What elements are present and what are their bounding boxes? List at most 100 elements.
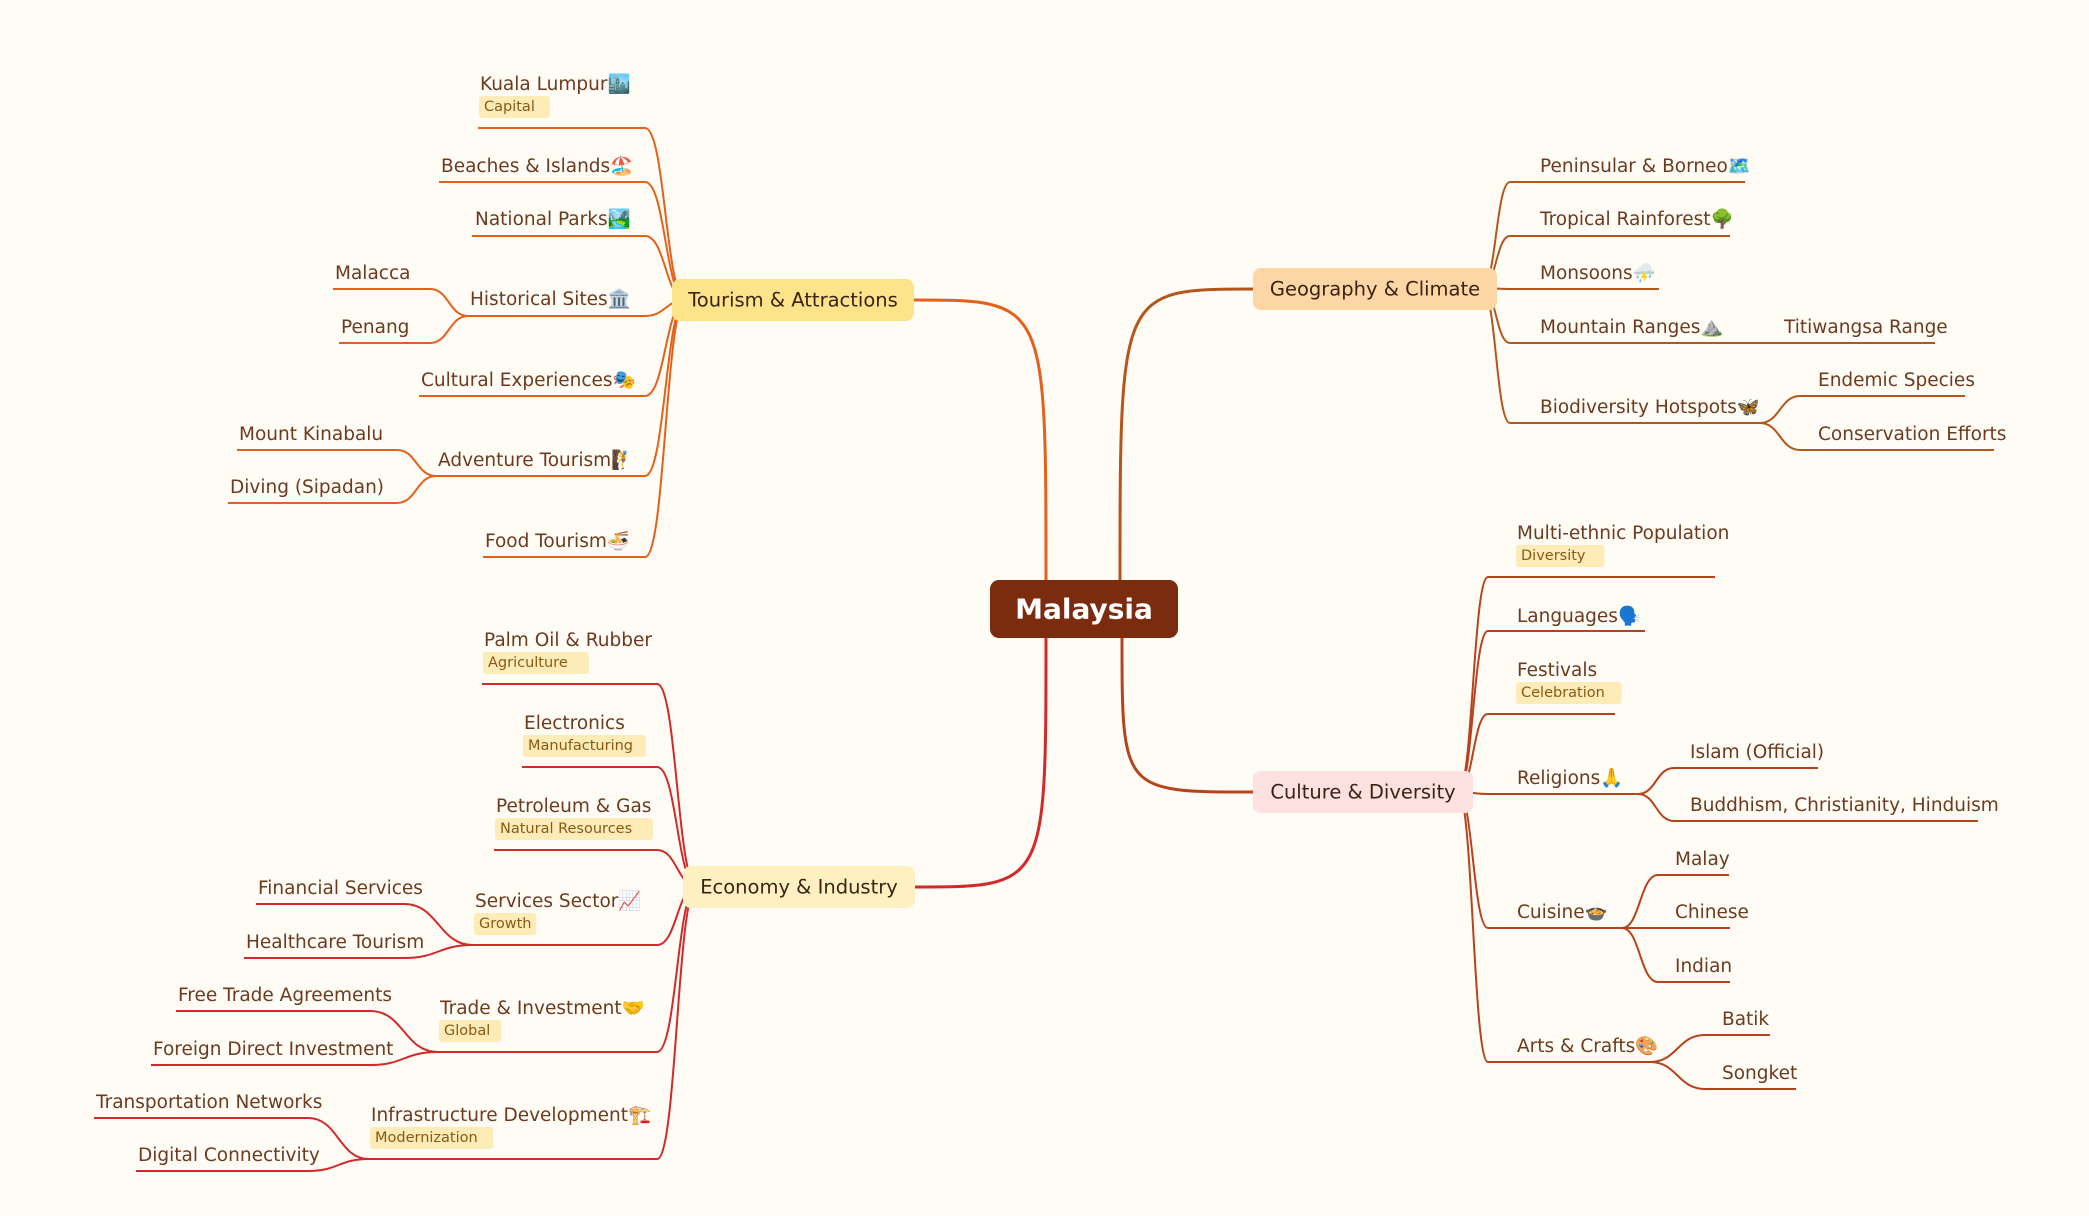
topic-tropical-rainforest[interactable]: Tropical Rainforest🌳: [1539, 207, 1734, 230]
topic-biodiversity-hotspots[interactable]: Biodiversity Hotspots🦋: [1540, 397, 1760, 418]
topic-palm-oil-rubber-text: Palm Oil & Rubber: [484, 630, 652, 651]
topic-food-tourism[interactable]: Food Tourism🍜: [485, 530, 630, 552]
topic-palm-oil-rubber-tag: Agriculture: [483, 652, 589, 674]
topic-national-parks[interactable]: National Parks🏞️: [475, 208, 631, 230]
topic-food-tourism-label: Food Tourism🍜: [485, 530, 630, 552]
tag-background: [474, 913, 537, 935]
topic-islam-official-text: Islam (Official): [1690, 742, 1824, 763]
topic-chinese[interactable]: Chinese: [1675, 902, 1749, 923]
connector-digital-connectivity: [307, 1158, 370, 1172]
topic-diving-sipadan-label: Diving (Sipadan): [230, 477, 384, 498]
topic-diving-sipadan[interactable]: Diving (Sipadan): [230, 477, 384, 498]
topic-cuisine[interactable]: Cuisine🍲: [1517, 901, 1608, 923]
tag-label: Manufacturing: [528, 738, 633, 754]
topic-beaches-islands-text: Beaches & Islands: [441, 156, 610, 177]
topic-infrastructure-development[interactable]: Infrastructure Development🏗️Modernizatio…: [370, 1105, 651, 1150]
services-sector-icon: 📈: [618, 890, 641, 912]
topic-malacca[interactable]: Malacca: [335, 263, 410, 284]
topic-electronics-label: Electronics: [524, 713, 625, 734]
topic-adventure-tourism[interactable]: Adventure Tourism🧗: [438, 449, 634, 471]
tag-background: [495, 818, 653, 840]
tag-label: Global: [444, 1023, 490, 1039]
topic-free-trade-agreements-text: Free Trade Agreements: [178, 985, 392, 1006]
tag-background: [370, 1127, 494, 1149]
topic-petroleum-gas-tag: Natural Resources: [495, 818, 653, 840]
topic-islam-official[interactable]: Islam (Official): [1690, 742, 1824, 763]
topic-peninsular-borneo-text: Peninsular & Borneo: [1540, 156, 1728, 177]
adventure-tourism-icon: 🧗: [611, 449, 634, 471]
topic-services-sector[interactable]: Services Sector📈Growth: [474, 890, 641, 936]
topic-trade-investment[interactable]: Trade & Investment🤝Global: [439, 998, 645, 1043]
topic-biodiversity-hotspots-label: Biodiversity Hotspots🦋: [1540, 397, 1760, 418]
topic-indian-label: Indian: [1675, 956, 1732, 977]
topic-kuala-lumpur-tag: Capital: [479, 96, 550, 118]
topic-mount-kinabalu[interactable]: Mount Kinabalu: [239, 424, 383, 445]
connector-healthcare-tourism: [403, 944, 474, 959]
topic-transportation-networks[interactable]: Transportation Networks: [95, 1092, 322, 1113]
topic-arts-crafts-text: Arts & Crafts: [1517, 1036, 1635, 1057]
topic-financial-services[interactable]: Financial Services: [258, 878, 423, 899]
topic-religions-text: Religions: [1517, 768, 1600, 789]
topic-penang-text: Penang: [341, 317, 409, 338]
topic-indian[interactable]: Indian: [1675, 956, 1732, 977]
topic-digital-connectivity-label: Digital Connectivity: [138, 1145, 320, 1166]
topic-endemic-species-text: Endemic Species: [1818, 370, 1975, 391]
topic-cultural-experiences[interactable]: Cultural Experiences🎭: [421, 370, 636, 391]
topic-mountain-ranges[interactable]: Mountain Ranges⛰️: [1540, 317, 1723, 338]
topic-kuala-lumpur-text: Kuala Lumpur: [480, 74, 608, 95]
topic-historical-sites[interactable]: Historical Sites🏛️: [470, 288, 631, 310]
topic-foreign-direct-investment[interactable]: Foreign Direct Investment: [153, 1039, 393, 1060]
topic-endemic-species[interactable]: Endemic Species: [1818, 370, 1975, 391]
topic-palm-oil-rubber-label: Palm Oil & Rubber: [484, 630, 652, 651]
root-node-malaysia[interactable]: Malaysia: [990, 580, 1178, 638]
topic-diving-sipadan-text: Diving (Sipadan): [230, 477, 384, 498]
topic-tropical-rainforest-text: Tropical Rainforest: [1539, 209, 1710, 230]
topic-buddhism-christianity-hinduism-text: Buddhism, Christianity, Hinduism: [1690, 795, 1999, 816]
topic-buddhism-christianity-hinduism[interactable]: Buddhism, Christianity, Hinduism: [1690, 795, 1999, 816]
topic-trade-investment-tag: Global: [439, 1020, 502, 1042]
topic-religions[interactable]: Religions🙏: [1517, 767, 1623, 789]
topic-infrastructure-development-tag: Modernization: [370, 1127, 494, 1149]
connector-conservation-efforts: [1759, 422, 1801, 451]
branch-economy[interactable]: Economy & Industry: [683, 866, 915, 908]
branch-culture[interactable]: Culture & Diversity: [1253, 771, 1473, 813]
topic-chinese-text: Chinese: [1675, 902, 1749, 923]
topic-languages[interactable]: Languages🗣️: [1517, 605, 1641, 627]
topic-digital-connectivity[interactable]: Digital Connectivity: [138, 1145, 320, 1166]
topic-conservation-efforts[interactable]: Conservation Efforts: [1818, 424, 2006, 445]
topic-batik[interactable]: Batik: [1722, 1009, 1769, 1030]
topic-songket[interactable]: Songket: [1722, 1063, 1797, 1084]
topic-penang[interactable]: Penang: [341, 317, 409, 338]
topic-healthcare-tourism-text: Healthcare Tourism: [246, 932, 424, 953]
topic-beaches-islands[interactable]: Beaches & Islands🏖️: [441, 155, 633, 177]
tag-background: [483, 652, 589, 674]
topic-peninsular-borneo[interactable]: Peninsular & Borneo🗺️: [1540, 156, 1751, 177]
topic-adventure-tourism-text: Adventure Tourism: [438, 450, 611, 471]
topic-malay[interactable]: Malay: [1675, 849, 1730, 870]
topic-infrastructure-development-text: Infrastructure Development: [371, 1105, 628, 1126]
topic-titiwangsa-range[interactable]: Titiwangsa Range: [1783, 317, 1948, 338]
topic-arts-crafts[interactable]: Arts & Crafts🎨: [1517, 1034, 1658, 1057]
branch-geography[interactable]: Geography & Climate: [1253, 268, 1497, 310]
connector-food-tourism: [644, 299, 687, 558]
connector-foreign-direct-investment: [369, 1051, 439, 1066]
topic-songket-label: Songket: [1722, 1063, 1797, 1084]
topic-kuala-lumpur[interactable]: Kuala Lumpur🏙️Capital: [479, 73, 630, 119]
topic-foreign-direct-investment-text: Foreign Direct Investment: [153, 1039, 393, 1060]
topic-national-parks-label: National Parks🏞️: [475, 208, 631, 230]
branch-tourism[interactable]: Tourism & Attractions: [672, 279, 914, 321]
topic-monsoons[interactable]: Monsoons⛈️: [1540, 262, 1656, 284]
topic-free-trade-agreements[interactable]: Free Trade Agreements: [178, 985, 392, 1006]
topic-batik-text: Batik: [1722, 1009, 1769, 1030]
topic-batik-label: Batik: [1722, 1009, 1769, 1030]
topic-languages-text: Languages: [1517, 606, 1618, 627]
topic-cultural-experiences-text: Cultural Experiences: [421, 370, 613, 391]
topic-healthcare-tourism[interactable]: Healthcare Tourism: [246, 932, 424, 953]
topic-transportation-networks-label: Transportation Networks: [95, 1092, 322, 1113]
